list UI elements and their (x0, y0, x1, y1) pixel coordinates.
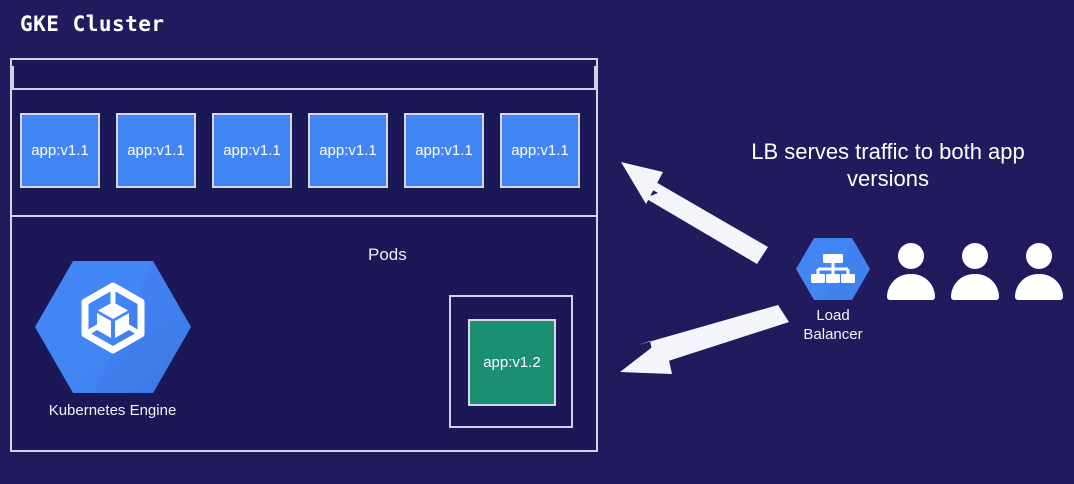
load-balancer-hexagon-icon (795, 236, 871, 302)
kubernetes-engine-label: Kubernetes Engine (48, 402, 177, 419)
user-body (1015, 274, 1063, 300)
kubernetes-engine-hexagon-icon (33, 258, 193, 396)
load-balancer-label-line2: Balancer (803, 326, 863, 343)
pod-app-v12[interactable]: app:v1.2 (468, 319, 556, 406)
lb-annotation-line1: LB serves traffic to both app (751, 139, 1025, 164)
pods-label: Pods (368, 245, 407, 264)
user-head (962, 243, 988, 269)
load-balancer-label-line1: Load (816, 307, 850, 324)
user-icon (1014, 243, 1064, 303)
page-title: GKE Cluster (20, 12, 165, 36)
user-group (886, 243, 1064, 303)
pod-row: app:v1.1 app:v1.1 app:v1.1 app:v1.1 app:… (20, 113, 590, 188)
arrow-lb-to-pod-v12 (620, 305, 789, 374)
user-icon (950, 243, 1000, 303)
user-body (887, 274, 935, 300)
lb-annotation-line2: versions (847, 166, 929, 191)
pod-app-v11[interactable]: app:v1.1 (308, 113, 388, 188)
user-body (951, 274, 999, 300)
cluster-pods-divider (12, 215, 596, 217)
pod-app-v11[interactable]: app:v1.1 (404, 113, 484, 188)
pod-app-v11[interactable]: app:v1.1 (212, 113, 292, 188)
lb-annotation: LB serves traffic to both app versions (714, 138, 1062, 192)
kubernetes-engine-node[interactable]: Kubernetes Engine (20, 258, 205, 419)
cluster-top-strip (12, 66, 596, 90)
pod-app-v11[interactable]: app:v1.1 (116, 113, 196, 188)
user-icon (886, 243, 936, 303)
load-balancer-label: Load Balancer (785, 306, 881, 344)
load-balancer-node[interactable]: Load Balancer (785, 236, 881, 344)
pod-app-v11[interactable]: app:v1.1 (20, 113, 100, 188)
user-head (898, 243, 924, 269)
pod-app-v11[interactable]: app:v1.1 (500, 113, 580, 188)
new-version-pod-container: app:v1.2 (449, 295, 573, 428)
user-head (1026, 243, 1052, 269)
